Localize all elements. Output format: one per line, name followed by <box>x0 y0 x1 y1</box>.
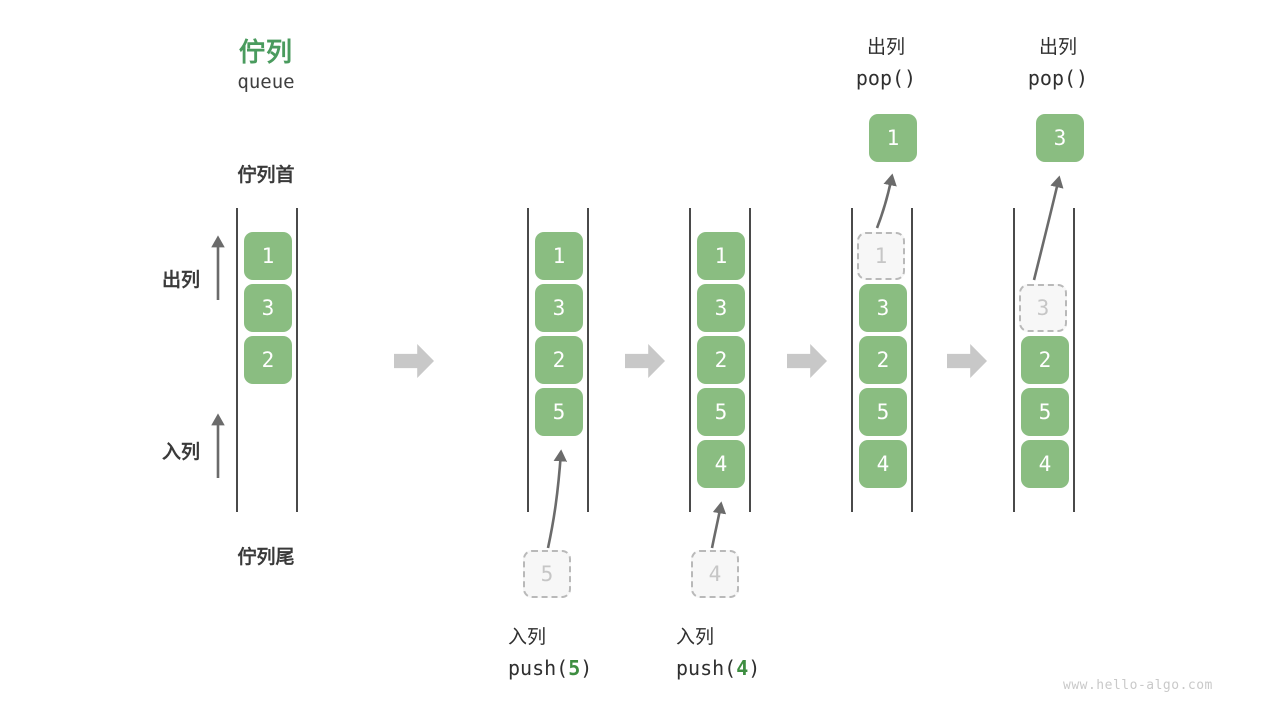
operation-code: pop() <box>1027 66 1089 90</box>
operation-code-prefix: push( <box>508 656 569 680</box>
operation-label-cn: 入列 <box>508 627 547 648</box>
queue-cell[interactable]: 5 <box>697 388 745 436</box>
queue-cell[interactable]: 2 <box>535 336 583 384</box>
queue-cell[interactable]: 2 <box>244 336 292 384</box>
diagram-title-cn: 佇列 <box>238 37 293 67</box>
queue-front-label: 佇列首 <box>237 165 295 186</box>
queue-rail-2 <box>527 208 589 512</box>
queue-cell[interactable]: 5 <box>1021 388 1069 436</box>
operation-code-prefix: push( <box>676 656 737 680</box>
operation-code-arg: 5 <box>568 656 581 680</box>
step-arrow-icon <box>625 344 665 378</box>
queue-cell[interactable]: 3 <box>697 284 745 332</box>
operation-label-cn: 出列 <box>866 37 905 58</box>
queue-cell-ghost: 1 <box>857 232 905 280</box>
dequeue-direction-label: 出列 <box>161 270 200 291</box>
queue-rail-1 <box>236 208 298 512</box>
step-arrow-icon <box>787 344 827 378</box>
operation-label-cn: 出列 <box>1038 37 1077 58</box>
operation-code: push(5) <box>508 656 698 680</box>
queue-cell[interactable]: 5 <box>535 388 583 436</box>
queue-cell[interactable]: 1 <box>244 232 292 280</box>
incoming-element-ghost: 5 <box>523 550 571 598</box>
incoming-element-ghost: 4 <box>691 550 739 598</box>
queue-rail-4 <box>851 208 913 512</box>
queue-cell[interactable]: 3 <box>859 284 907 332</box>
queue-cell[interactable]: 3 <box>535 284 583 332</box>
queue-rail-5 <box>1013 208 1075 512</box>
queue-cell-ghost: 3 <box>1019 284 1067 332</box>
queue-cell[interactable]: 4 <box>859 440 907 488</box>
queue-rail-3 <box>689 208 751 512</box>
watermark: www.hello-algo.com <box>1063 678 1213 693</box>
queue-cell[interactable]: 4 <box>1021 440 1069 488</box>
operation-code: pop() <box>855 66 917 90</box>
step-arrow-icon <box>394 344 434 378</box>
queue-rear-label: 佇列尾 <box>237 547 295 568</box>
queue-cell[interactable]: 2 <box>859 336 907 384</box>
queue-cell[interactable]: 5 <box>859 388 907 436</box>
diagram-title-en: queue <box>237 71 295 93</box>
enqueue-direction-label: 入列 <box>161 442 200 463</box>
step-arrow-icon <box>947 344 987 378</box>
operation-code-suffix: ) <box>580 656 593 680</box>
operation-label-cn: 入列 <box>676 627 715 648</box>
queue-cell[interactable]: 4 <box>697 440 745 488</box>
queue-cell[interactable]: 3 <box>244 284 292 332</box>
queue-cell[interactable]: 2 <box>697 336 745 384</box>
operation-code-suffix: ) <box>748 656 761 680</box>
queue-cell[interactable]: 1 <box>535 232 583 280</box>
operation-code: push(4) <box>676 656 866 680</box>
popped-element[interactable]: 3 <box>1036 114 1084 162</box>
operation-code-arg: 4 <box>736 656 749 680</box>
queue-cell[interactable]: 2 <box>1021 336 1069 384</box>
queue-cell[interactable]: 1 <box>697 232 745 280</box>
popped-element[interactable]: 1 <box>869 114 917 162</box>
